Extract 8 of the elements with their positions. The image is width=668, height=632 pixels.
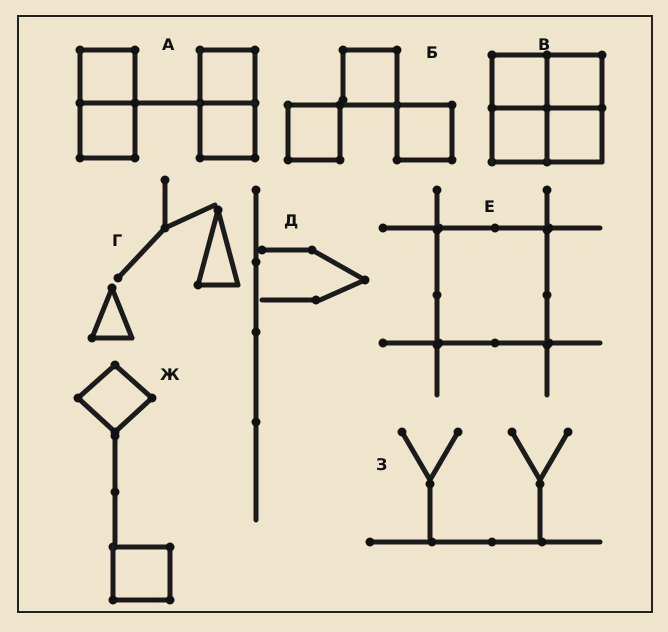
figure-letter: Г — [112, 232, 122, 250]
figure-letter: Б — [426, 44, 438, 62]
figure-letter: В — [538, 36, 550, 54]
figure-letter: Е — [484, 198, 495, 216]
figure-letter: Ж — [160, 366, 180, 384]
figure-letter: Д — [284, 212, 298, 230]
figure-letter: З — [376, 456, 388, 474]
figure-letter: А — [162, 36, 174, 54]
